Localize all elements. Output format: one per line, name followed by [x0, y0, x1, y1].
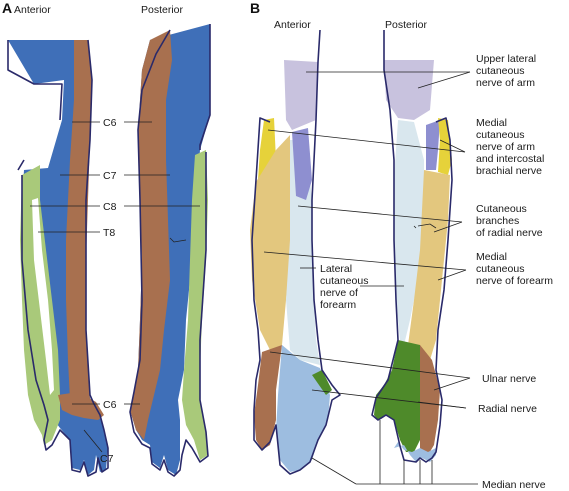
- panel-b-anterior-arm: [250, 29, 341, 475]
- panel-b-letter: B: [250, 0, 260, 16]
- label-c6-upper: C6: [103, 117, 117, 129]
- label-cutaneous-branches-radial: Cutaneous branches of radial nerve: [476, 203, 543, 239]
- label-upper-lateral-cutaneous: Upper lateral cutaneous nerve of arm: [476, 53, 539, 89]
- panel-a-letter: A: [2, 0, 12, 16]
- label-medial-cutaneous-arm: Medial cutaneous nerve of arm and interc…: [476, 117, 547, 177]
- label-radial-nerve: Radial nerve: [478, 403, 537, 415]
- label-median-nerve: Median nerve: [482, 479, 546, 491]
- panel-b-anterior-title: Anterior: [274, 19, 311, 31]
- label-medial-cutaneous-forearm: Medial cutaneous nerve of forearm: [476, 251, 553, 287]
- label-c8: C8: [103, 201, 117, 213]
- panel-a-anterior-arm: [7, 39, 109, 477]
- label-c7-lower: C7: [100, 453, 114, 465]
- panel-a-anterior-title: Anterior: [14, 4, 51, 16]
- label-c7-upper: C7: [103, 170, 117, 182]
- label-ulnar-nerve: Ulnar nerve: [482, 373, 536, 385]
- panel-b-posterior-arm: [371, 30, 453, 463]
- panel-b-posterior-title: Posterior: [385, 19, 428, 31]
- label-t8: T8: [103, 227, 115, 239]
- label-lateral-cutaneous-forearm: Lateral cutaneous nerve of forearm: [320, 263, 371, 311]
- panel-a-posterior-arm: [129, 24, 211, 477]
- panel-a-posterior-title: Posterior: [141, 4, 184, 16]
- label-c6-lower: C6: [103, 399, 117, 411]
